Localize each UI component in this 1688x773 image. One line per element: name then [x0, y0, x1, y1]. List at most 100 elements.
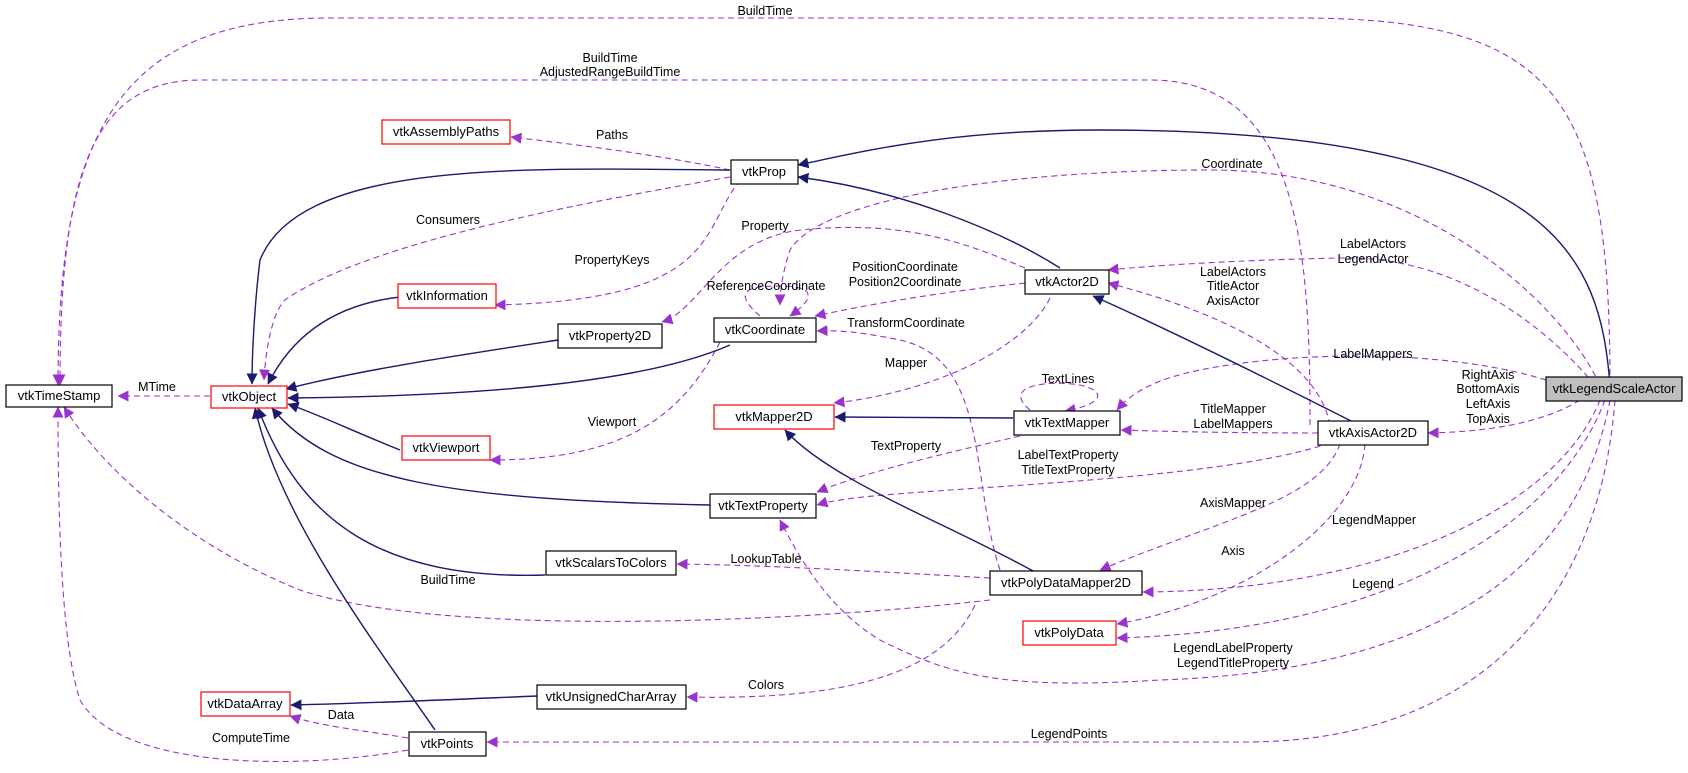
edge-axismapper	[1099, 443, 1341, 572]
node-vtkpoints[interactable]: vtkPoints	[408, 731, 487, 757]
node-label: vtkPolyData	[1034, 625, 1104, 640]
node-vtklegendscaleactor[interactable]: vtkLegendScaleActor	[1545, 376, 1683, 402]
edge-label-buildtime-axis-2: AdjustedRangeBuildTime	[540, 65, 681, 79]
edge-titlemapper	[1120, 424, 1319, 436]
edge-label-titlemapper-2: LabelMappers	[1193, 417, 1272, 431]
node-vtkunsignedchararray[interactable]: vtkUnsignedCharArray	[536, 684, 687, 710]
edge-label-property: Property	[741, 219, 789, 233]
node-vtkaxisactor2d[interactable]: vtkAxisActor2D	[1317, 420, 1429, 446]
node-vtktextmapper[interactable]: vtkTextMapper	[1013, 410, 1121, 436]
edge-inherit-property2d-object	[285, 339, 559, 392]
node-label: vtkLegendScaleActor	[1553, 381, 1677, 396]
edge-property	[661, 226, 1026, 325]
edge-legendmapper	[1142, 399, 1601, 598]
edge-label-labelmappers: LabelMappers	[1333, 347, 1412, 361]
node-vtkdataarray[interactable]: vtkDataArray	[200, 691, 291, 717]
edge-label-positioncoordinate-2: Position2Coordinate	[849, 275, 962, 289]
edge-inherit-unsignedchar-dataarray	[290, 695, 538, 711]
node-label: vtkTextProperty	[718, 498, 808, 513]
node-label: vtkObject	[222, 389, 277, 404]
edge-label-axes-3: LeftAxis	[1466, 397, 1510, 411]
edge-label-colors: Colors	[748, 678, 784, 692]
edge-label-buildtime-mapper: BuildTime	[420, 573, 475, 587]
edge-inherit-information-object	[267, 296, 401, 385]
edge-label-textproperty: TextProperty	[871, 439, 942, 453]
node-label: vtkMapper2D	[735, 409, 812, 424]
node-label: vtkPolyDataMapper2D	[1001, 575, 1131, 590]
node-vtktextproperty[interactable]: vtkTextProperty	[709, 493, 817, 519]
node-label: vtkTimeStamp	[18, 388, 101, 403]
edge-label-axismapper: AxisMapper	[1200, 496, 1266, 510]
edge-coordinate	[774, 169, 1601, 386]
edge-data	[289, 714, 409, 739]
node-label: vtkProperty2D	[569, 328, 651, 343]
node-label: vtkAssemblyPaths	[393, 124, 500, 139]
nodes: vtkTimeStamp vtkObject vtkAssemblyPaths …	[5, 119, 1683, 757]
edge-inherit-scalarstocolors-object	[256, 407, 546, 576]
inheritance-edges	[246, 129, 1611, 731]
edge-colors	[686, 604, 976, 703]
node-vtkobject[interactable]: vtkObject	[210, 385, 288, 409]
node-vtkinformation[interactable]: vtkInformation	[397, 283, 497, 309]
node-vtkcoordinate[interactable]: vtkCoordinate	[713, 317, 817, 343]
edge-label-legendlabelproperty-2: LegendTitleProperty	[1177, 656, 1290, 670]
edge-legend	[1116, 399, 1606, 644]
edge-mapper	[833, 297, 1051, 408]
edge-label-labeltextproperty-1: LabelTextProperty	[1018, 448, 1120, 462]
edge-inherit-prop-object	[246, 168, 731, 385]
edge-label-axis: Axis	[1221, 544, 1245, 558]
edge-label-paths: Paths	[596, 128, 628, 142]
edge-propertykeys	[494, 179, 741, 311]
edge-label-legend: Legend	[1352, 577, 1394, 591]
edge-referencecoordinate	[744, 285, 809, 317]
edge-lookuptable	[676, 558, 991, 579]
node-label: vtkDataArray	[207, 696, 283, 711]
edge-label-legendlabelproperty-1: LegendLabelProperty	[1173, 641, 1293, 655]
node-vtkprop[interactable]: vtkProp	[730, 159, 799, 185]
node-vtkproperty2d[interactable]: vtkProperty2D	[557, 323, 663, 349]
edge-positioncoordinate	[814, 282, 1026, 320]
edge-inherit-legendscale-prop	[797, 129, 1611, 386]
edge-label-legendmapper: LegendMapper	[1332, 513, 1416, 527]
edge-label-buildtime-top: BuildTime	[737, 4, 792, 18]
node-vtkactor2d[interactable]: vtkActor2D	[1024, 269, 1110, 295]
edge-label-coordinate: Coordinate	[1201, 157, 1262, 171]
node-label: vtkViewport	[413, 440, 480, 455]
edge-paths	[510, 132, 731, 171]
node-label: vtkAxisActor2D	[1329, 425, 1417, 440]
edge-label-labelactors-legend-1: LabelActors	[1340, 237, 1406, 251]
node-vtkviewport[interactable]: vtkViewport	[401, 435, 491, 461]
edge-labelactors-axis	[1107, 280, 1331, 426]
edge-label-mtime: MTime	[138, 380, 176, 394]
edge-inherit-coordinate-object	[287, 344, 731, 404]
edge-label-titlemapper-1: TitleMapper	[1200, 402, 1266, 416]
usage-edges	[52, 17, 1616, 763]
node-vtkassemblypaths[interactable]: vtkAssemblyPaths	[381, 119, 511, 145]
edge-label-referencecoordinate: ReferenceCoordinate	[707, 279, 826, 293]
edge-labelactors-legend	[1107, 257, 1596, 386]
edge-label-labelactors-axis-3: AxisActor	[1207, 294, 1260, 308]
edge-label-labelactors-axis-2: TitleActor	[1207, 279, 1259, 293]
edge-label-labelactors-axis-1: LabelActors	[1200, 265, 1266, 279]
node-vtkmapper2d[interactable]: vtkMapper2D	[713, 404, 835, 430]
edge-labeltextproperty	[816, 442, 1331, 508]
edge-inherit-viewport-object	[287, 402, 401, 451]
node-vtktimestamp[interactable]: vtkTimeStamp	[5, 384, 113, 408]
edge-inherit-textproperty-object	[271, 407, 711, 506]
node-vtkscalarstocolors[interactable]: vtkScalarsToColors	[545, 550, 677, 576]
node-label: vtkInformation	[406, 288, 488, 303]
node-vtkpolydatamapper2d[interactable]: vtkPolyDataMapper2D	[989, 570, 1143, 596]
edge-label-axes-2: BottomAxis	[1456, 382, 1519, 396]
node-label: vtkActor2D	[1035, 274, 1099, 289]
edge-inherit-polydatamapper-mapper2d	[784, 429, 1036, 573]
edge-labelmappers	[1116, 355, 1547, 411]
node-vtkpolydata[interactable]: vtkPolyData	[1022, 620, 1117, 646]
edge-viewport	[489, 341, 721, 466]
edge-textlines	[1020, 382, 1099, 415]
edge-inherit-points-object	[251, 407, 436, 731]
node-label: vtkCoordinate	[725, 322, 805, 337]
node-label: vtkScalarsToColors	[555, 555, 667, 570]
edge-computetime	[52, 406, 409, 763]
edge-label-computetime: ComputeTime	[212, 731, 290, 745]
